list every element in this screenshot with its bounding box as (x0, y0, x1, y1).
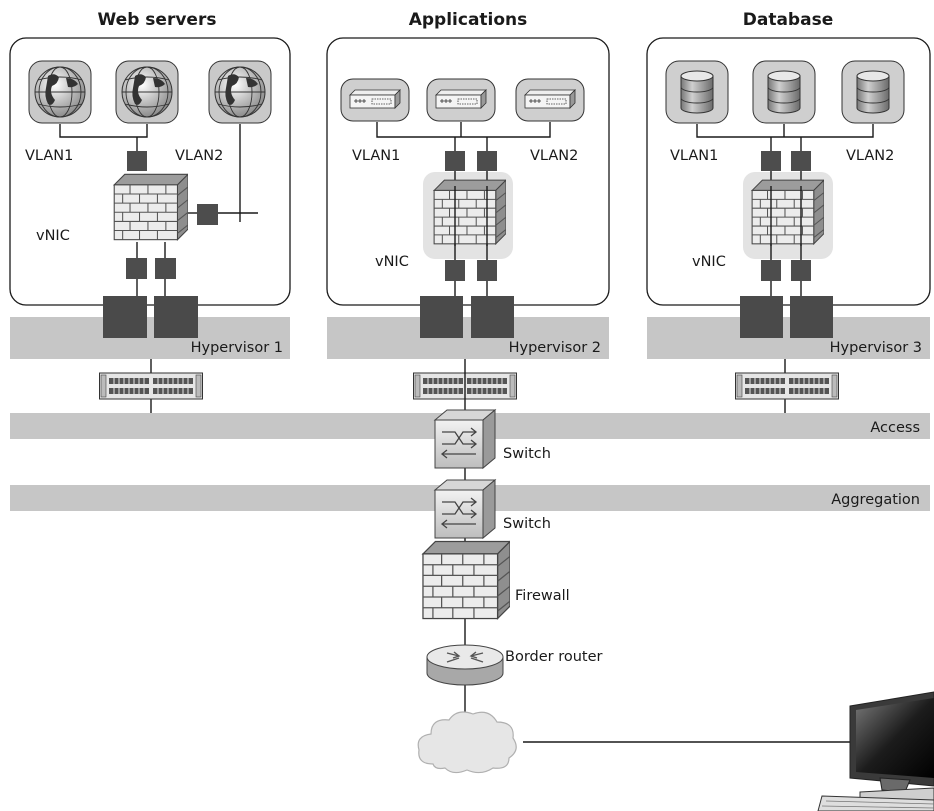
access-layer-label: Access (870, 420, 920, 436)
physical-nic (740, 296, 783, 338)
firewall-label: Firewall (515, 588, 570, 604)
vnic-port (126, 258, 147, 279)
vnic-port (791, 151, 811, 171)
access-switch-label: Switch (503, 446, 551, 462)
patch-panel-icon (735, 372, 839, 400)
brick-wall-icon (422, 540, 510, 620)
vlan2-label-db: VLAN2 (846, 148, 894, 164)
appliance-icon (340, 78, 410, 122)
vnic-label-db: vNIC (692, 254, 726, 270)
patch-panel-icon (99, 372, 203, 400)
vlan2-label-web: VLAN2 (175, 148, 223, 164)
physical-nic (471, 296, 514, 338)
database-icon (665, 60, 729, 124)
hypervisor-band-3 (647, 317, 930, 359)
border-router-label: Border router (505, 649, 603, 665)
vnic-port (477, 260, 497, 281)
vnic-port (127, 151, 147, 171)
physical-nic (420, 296, 463, 338)
vnic-port (791, 260, 811, 281)
applications-group: VLAN1 VLAN2 vNIC Hypervisor 2 (340, 78, 601, 400)
hypervisor-band-1 (10, 317, 290, 359)
vnic-label-app: vNIC (375, 254, 409, 270)
appliance-icon (515, 78, 585, 122)
database-group: VLAN1 VLAN2 vNIC Hypervisor 3 (665, 60, 922, 413)
physical-nic (154, 296, 198, 338)
hypervisor-label-3: Hypervisor 3 (830, 340, 922, 356)
vnic-port (155, 258, 176, 279)
appliance-icon (426, 78, 496, 122)
vnic-label-web: vNIC (36, 228, 70, 244)
hypervisor-label-1: Hypervisor 1 (191, 340, 283, 356)
firewall-icon (113, 173, 188, 241)
router-icon (426, 644, 504, 686)
firewall-icon (751, 179, 824, 245)
vnic-port (445, 260, 465, 281)
vlan1-label-db: VLAN1 (670, 148, 718, 164)
aggregation-layer-label: Aggregation (831, 492, 920, 508)
database-icon (752, 60, 816, 124)
web-servers-group: VLAN1 VLAN2 vNIC Hypervisor 1 (25, 60, 283, 413)
vnic-port (477, 151, 497, 171)
vnic-port (197, 204, 218, 225)
switch-icon (434, 409, 496, 469)
vlan1-label-app: VLAN1 (352, 148, 400, 164)
monitor-icon (817, 691, 934, 811)
hypervisor-band-2 (327, 317, 609, 359)
column-title-web-servers: Web servers (98, 10, 217, 30)
cloud-icon (417, 711, 517, 774)
vnic-port (445, 151, 465, 171)
vnic-port (761, 260, 781, 281)
column-title-applications: Applications (409, 10, 528, 30)
column-title-database: Database (743, 10, 833, 30)
globe-icon (28, 60, 92, 124)
database-icon (841, 60, 905, 124)
hypervisor-label-2: Hypervisor 2 (509, 340, 601, 356)
vnic-port (761, 151, 781, 171)
firewall-icon (433, 179, 506, 245)
globe-icon (208, 60, 272, 124)
panel-applications (326, 37, 610, 306)
switch-icon (434, 479, 496, 539)
physical-nic (790, 296, 833, 338)
globe-icon (115, 60, 179, 124)
vlan1-label-web: VLAN1 (25, 148, 73, 164)
vlan2-label-app: VLAN2 (530, 148, 578, 164)
physical-nic (103, 296, 147, 338)
aggregation-switch-label: Switch (503, 516, 551, 532)
